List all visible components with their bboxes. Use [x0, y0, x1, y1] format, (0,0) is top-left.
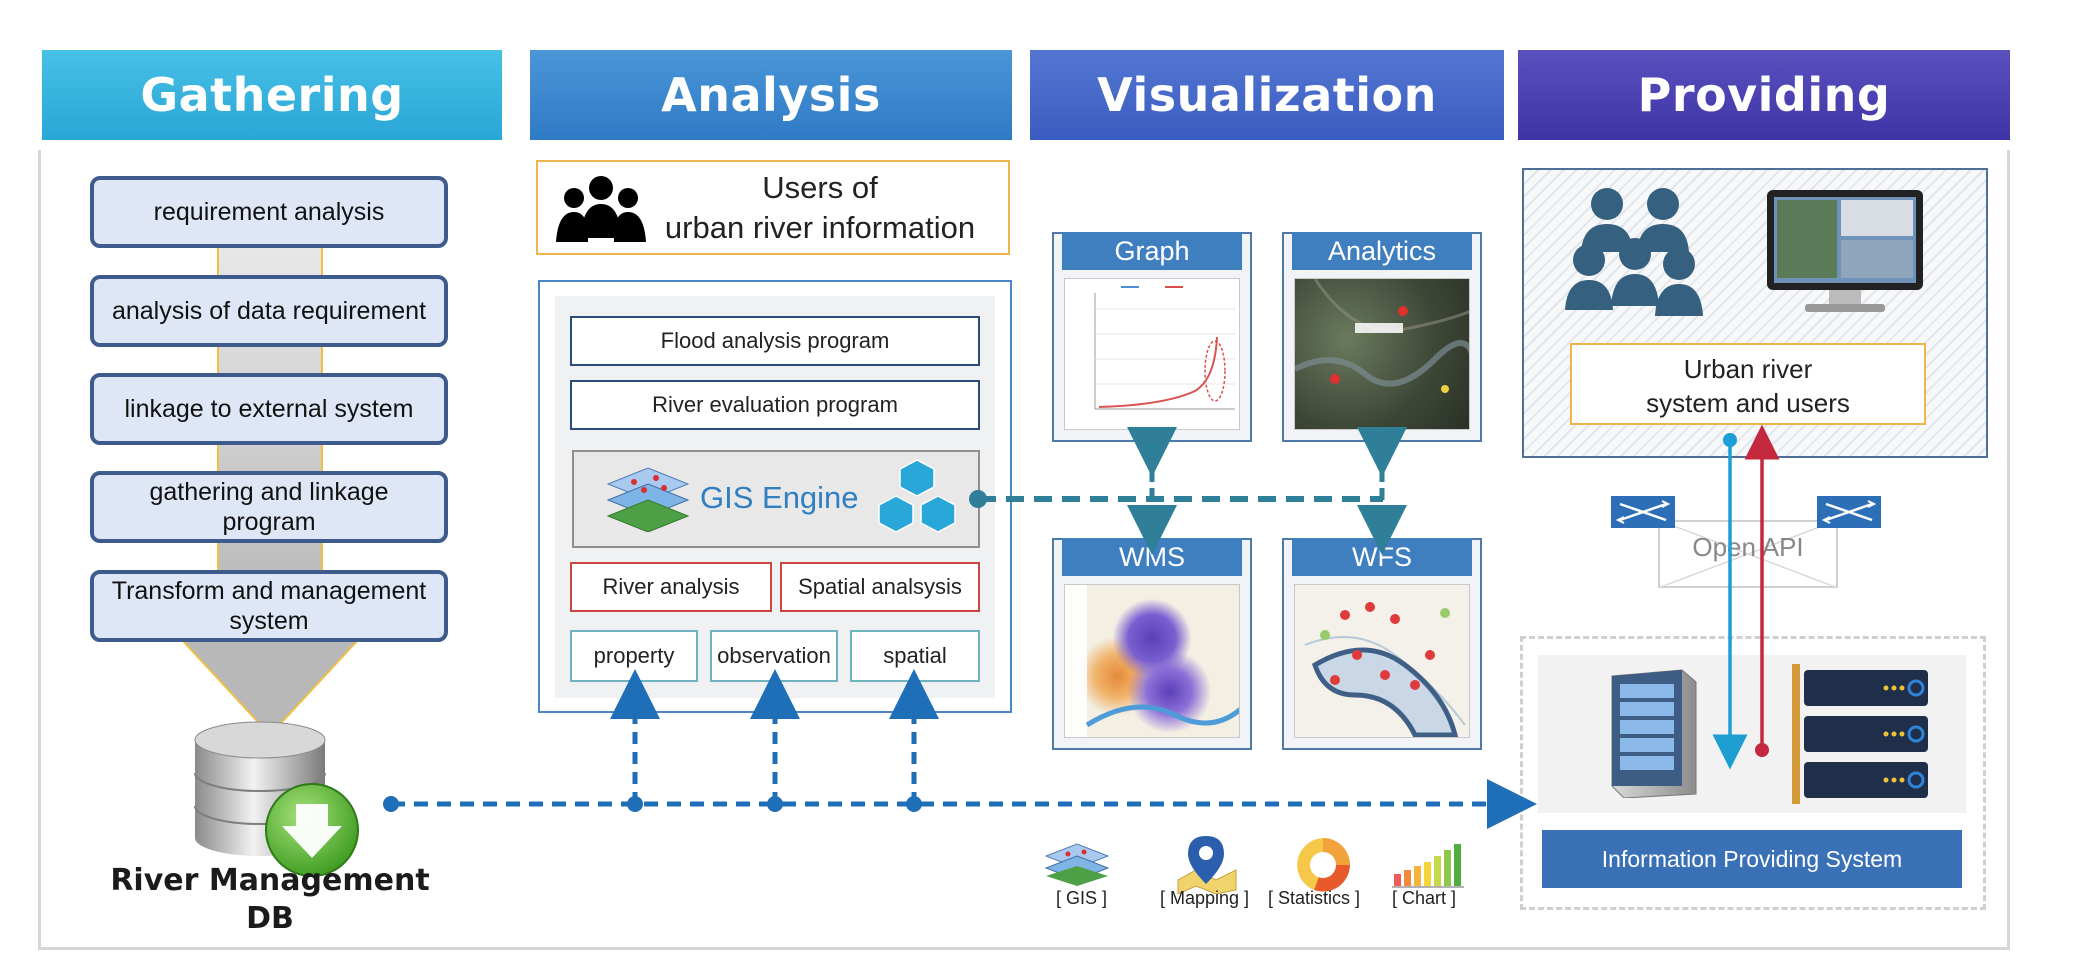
- cubes-icon: [878, 459, 956, 533]
- header-gathering: Gathering: [42, 50, 502, 140]
- chart-legend-icon: [1392, 844, 1464, 888]
- gis-layers-icon: [606, 467, 690, 532]
- gathering-step-3: linkage to external system: [90, 373, 448, 445]
- heatmap-thumbnail: [1065, 585, 1239, 737]
- server-rack-icon: [1792, 664, 1928, 804]
- providing-users-box: Urban river system and users: [1570, 343, 1926, 425]
- switch-right-icon: [1817, 496, 1881, 528]
- users-group-icon: [556, 176, 646, 242]
- analysis-users-line2: urban river information: [664, 210, 976, 246]
- header-visualization: Visualization: [1030, 50, 1504, 140]
- gathering-step-4: gathering and linkage program: [90, 471, 448, 543]
- analytics-card: Analytics: [1282, 232, 1482, 442]
- server-tower-icon: [1611, 669, 1697, 798]
- mapping-legend-label: [ Mapping ]: [1160, 888, 1250, 908]
- data-property: property: [570, 630, 698, 682]
- river-evaluation-program: River evaluation program: [570, 380, 980, 430]
- river-analysis-module: River analysis: [570, 562, 772, 612]
- db-label: River Management DB: [100, 862, 440, 937]
- db-label-line1: River Management: [110, 863, 430, 898]
- header-providing: Providing: [1518, 50, 2010, 140]
- mapping-legend-icon: [1177, 836, 1237, 894]
- wfs-thumbnail: [1294, 584, 1470, 738]
- gathering-step-1: requirement analysis: [90, 176, 448, 248]
- open-api-label: Open API: [1692, 532, 1804, 562]
- line-chart-thumbnail: [1094, 286, 1235, 410]
- statistics-legend-label: [ Statistics ]: [1268, 888, 1361, 908]
- flood-analysis-program: Flood analysis program: [570, 316, 980, 366]
- satellite-map-thumbnail: [1295, 279, 1469, 393]
- monitor-icon: [1767, 190, 1923, 312]
- feature-map-thumbnail: [1304, 602, 1466, 737]
- switch-left-icon: [1611, 496, 1675, 528]
- analysis-users-line1: Users of: [762, 170, 878, 205]
- chart-legend-label: [ Chart ]: [1392, 888, 1457, 908]
- database-icon: [194, 721, 359, 877]
- analytics-thumbnail: [1294, 278, 1470, 430]
- open-api-cross-lines: [1658, 520, 1838, 588]
- graph-title: Graph: [1062, 232, 1242, 270]
- db-label-line2: DB: [246, 900, 294, 936]
- wfs-card: WFS: [1282, 538, 1482, 750]
- graph-thumbnail: [1064, 278, 1240, 430]
- information-providing-system: Information Providing System: [1542, 830, 1962, 888]
- gathering-step-2: analysis of data requirement: [90, 275, 448, 347]
- header-analysis: Analysis: [530, 50, 1012, 140]
- gis-legend-label: [ GIS ]: [1056, 888, 1108, 908]
- users-crowd-icon: [1565, 188, 1703, 316]
- analytics-title: Analytics: [1292, 232, 1472, 270]
- providing-users-line2: system and users: [1646, 387, 1850, 418]
- gis-engine-label: GIS Engine: [700, 480, 859, 515]
- providing-users-line1: Urban river: [1683, 354, 1813, 384]
- gis-legend-icon: [1044, 843, 1110, 886]
- wms-card: WMS: [1052, 538, 1252, 750]
- graph-card: Graph: [1052, 232, 1252, 442]
- spatial-analysis-module: Spatial analsysis: [780, 562, 980, 612]
- analysis-users-text: Users of urban river information: [630, 168, 1010, 249]
- wms-thumbnail: [1064, 584, 1240, 738]
- statistics-legend-icon: [1297, 838, 1350, 892]
- gathering-step-5: Transform and management system: [90, 570, 448, 642]
